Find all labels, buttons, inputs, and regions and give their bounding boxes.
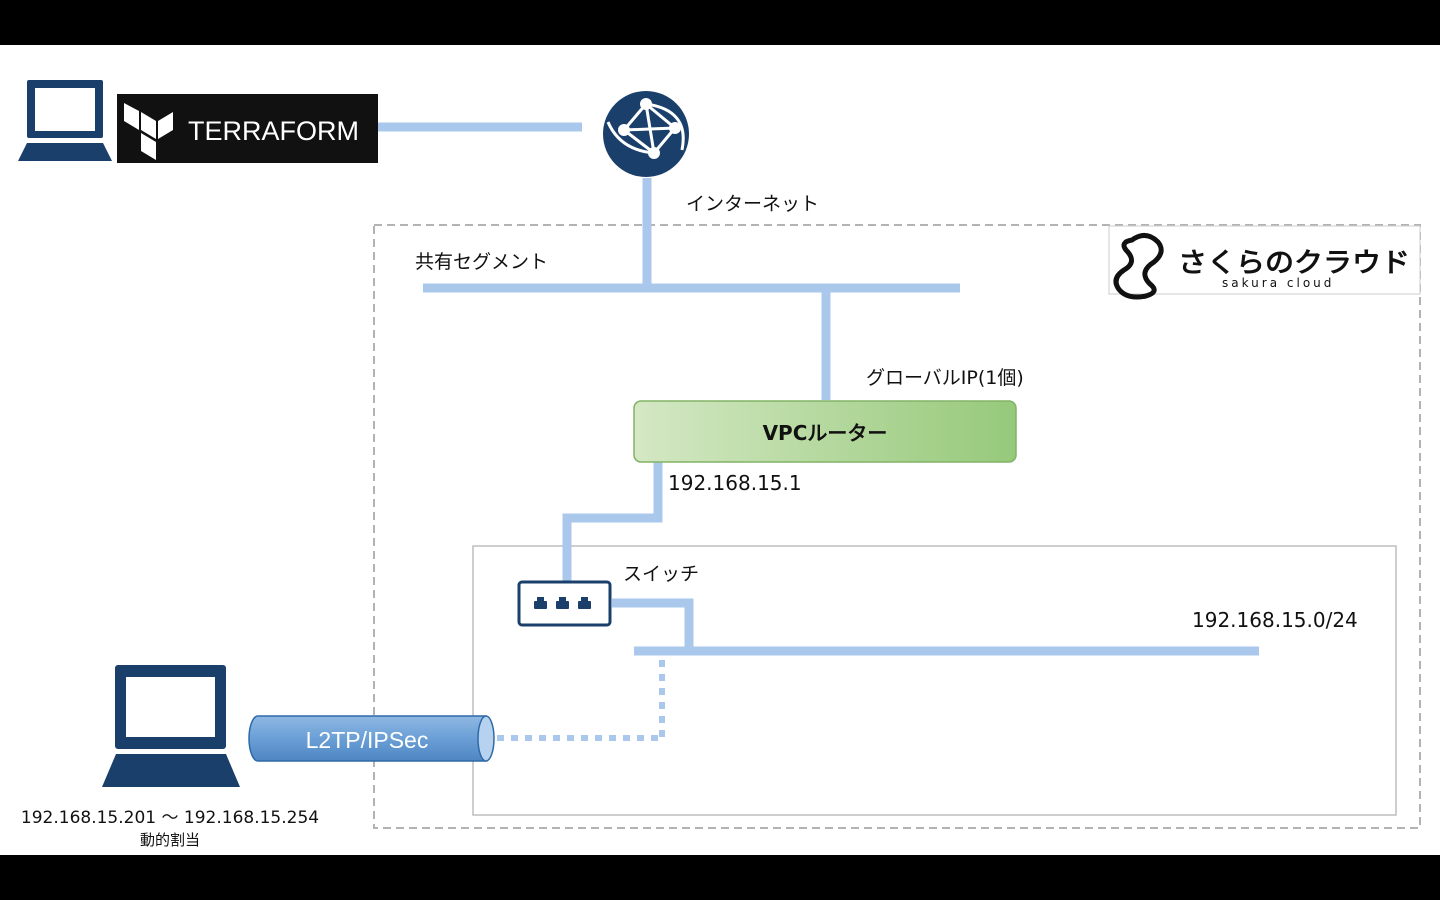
router-ip-label: 192.168.15.1 bbox=[668, 471, 802, 495]
terraform-logo: TERRAFORM bbox=[117, 94, 378, 163]
terraform-wordmark: TERRAFORM bbox=[188, 116, 359, 146]
sakura-cloud-logo: さくらのクラウド sakura cloud bbox=[1108, 225, 1421, 300]
globe-icon bbox=[603, 91, 689, 177]
laptop-icon bbox=[18, 80, 112, 161]
network-diagram: TERRAFORM さくらのクラウド sakura cloud bbox=[18, 80, 1421, 849]
router-switch-link bbox=[562, 462, 663, 581]
vpc-router-box bbox=[633, 400, 1017, 463]
sakura-cloud-region bbox=[373, 224, 1421, 829]
shared-segment-label: 共有セグメント bbox=[415, 251, 548, 273]
switch-subnet-link bbox=[612, 598, 694, 652]
client-range-label: 192.168.15.201 〜 192.168.15.254 bbox=[21, 808, 319, 828]
tunnel-label: L2TP/IPSec bbox=[306, 727, 429, 753]
client-alloc-label: 動的割当 bbox=[140, 831, 200, 849]
diagram-canvas: TERRAFORM さくらのクラウド sakura cloud bbox=[0, 45, 1440, 855]
l2tp-ipsec-tunnel: L2TP/IPSec bbox=[248, 715, 495, 762]
switch-icon bbox=[517, 580, 612, 627]
switch-label: スイッチ bbox=[623, 563, 699, 585]
client-laptop-icon bbox=[102, 665, 240, 787]
sakura-wordmark-en: sakura cloud bbox=[1222, 276, 1334, 290]
internet-label: インターネット bbox=[686, 193, 819, 215]
sakura-wordmark-jp: さくらのクラウド bbox=[1178, 248, 1410, 279]
subnet-label: 192.168.15.0/24 bbox=[1192, 608, 1358, 632]
vpc-router-label: VPCルーター bbox=[763, 421, 888, 445]
global-ip-label: グローバルIP(1個) bbox=[866, 367, 1024, 389]
private-network-box bbox=[472, 545, 1397, 816]
